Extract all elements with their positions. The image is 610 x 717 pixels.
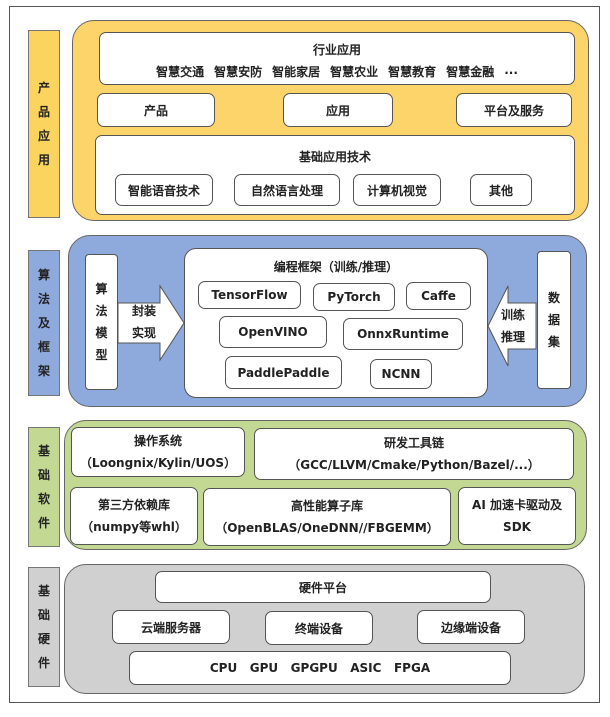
product-layer: 行业应用 智慧交通智慧安防智能家居智慧农业智慧教育智慧金融... 产品 应用 平… bbox=[72, 20, 589, 221]
application-box: 应用 bbox=[283, 93, 393, 127]
operator-library-detail: （OpenBLAS/OneDNN//FBGEMM） bbox=[215, 521, 439, 535]
nlp-box: 自然语言处理 bbox=[234, 174, 340, 206]
speech-tech-box: 智能语音技术 bbox=[115, 174, 213, 206]
industry-item: 智慧农业 bbox=[330, 65, 379, 79]
industry-item: 智慧交通 bbox=[156, 65, 205, 79]
industry-application-box bbox=[99, 32, 575, 85]
cloud-server-box: 云端服务器 bbox=[112, 610, 230, 644]
openvino-box: OpenVINO bbox=[219, 316, 327, 348]
algorithm-model-box: 算法模型 bbox=[85, 254, 118, 390]
hardware-layer: 硬件平台 云端服务器 终端设备 边缘端设备 CPU GPU GPGPU ASIC… bbox=[64, 564, 585, 694]
training-inference-label: 训练 推理 bbox=[493, 304, 533, 348]
encapsulate-arrow bbox=[117, 284, 185, 362]
caffe-box: Caffe bbox=[406, 282, 471, 310]
os-title: 操作系统 bbox=[133, 434, 182, 448]
encapsulate-label-2: 实现 bbox=[131, 326, 156, 340]
computer-vision-box: 计算机视觉 bbox=[353, 174, 441, 206]
industry-item: ... bbox=[504, 63, 518, 77]
os-box: 操作系统 （Loongnix/Kylin/UOS） bbox=[71, 427, 245, 477]
operator-library-box: 高性能算子库 （OpenBLAS/OneDNN//FBGEMM） bbox=[203, 488, 451, 546]
other-tech-box: 其他 bbox=[470, 174, 532, 206]
hardware-layer-label-text: 基础硬件 bbox=[37, 584, 50, 670]
dataset-text: 数据集 bbox=[547, 291, 560, 349]
chip-types-box: CPU GPU GPGPU ASIC FPGA bbox=[129, 651, 511, 685]
third-party-deps-title: 第三方依赖库 bbox=[97, 498, 170, 512]
software-layer: 操作系统 （Loongnix/Kylin/UOS） 研发工具链 （GCC/LLV… bbox=[64, 420, 587, 550]
training-label: 训练 bbox=[500, 308, 525, 322]
dev-toolchain-box: 研发工具链 （GCC/LLVM/Cmake/Python/Bazel/...） bbox=[254, 428, 574, 480]
ai-accelerator-box: AI 加速卡驱动及 SDK bbox=[458, 487, 576, 545]
algo-layer: 算法模型 封装 实现 编程框架（训练/推理） TensorFlow PyTorc… bbox=[68, 235, 587, 407]
industry-application-title: 行业应用 bbox=[312, 43, 361, 57]
ai-accelerator-title: AI 加速卡驱动及 bbox=[472, 498, 562, 512]
algo-layer-label-text: 算法及框架 bbox=[37, 268, 50, 378]
tensorflow-box: TensorFlow bbox=[198, 281, 301, 309]
product-box: 产品 bbox=[97, 93, 215, 127]
software-layer-label-text: 基础软件 bbox=[37, 444, 50, 530]
algo-layer-label: 算法及框架 bbox=[28, 250, 60, 396]
basic-tech-title: 基础应用技术 bbox=[298, 150, 371, 164]
encapsulate-label: 封装 实现 bbox=[124, 300, 164, 344]
diagram-frame bbox=[9, 6, 600, 703]
onnxruntime-box: OnnxRuntime bbox=[343, 318, 463, 350]
dataset-box: 数据集 bbox=[537, 251, 571, 389]
dev-toolchain-title: 研发工具链 bbox=[383, 436, 444, 450]
industry-items: 智慧交通智慧安防智能家居智慧农业智慧教育智慧金融... bbox=[99, 63, 575, 80]
hardware-layer-label: 基础硬件 bbox=[28, 567, 60, 687]
training-inference-arrow bbox=[487, 285, 537, 367]
product-layer-label: 产品应用 bbox=[28, 30, 60, 218]
dev-toolchain-detail: （GCC/LLVM/Cmake/Python/Bazel/...） bbox=[288, 458, 540, 472]
inference-label: 推理 bbox=[500, 330, 525, 344]
third-party-deps-box: 第三方依赖库 （numpy等whl） bbox=[70, 487, 198, 545]
industry-item: 智慧安防 bbox=[214, 65, 263, 79]
terminal-device-box: 终端设备 bbox=[265, 611, 373, 645]
platform-service-box: 平台及服务 bbox=[456, 93, 572, 127]
industry-item: 智能家居 bbox=[272, 65, 321, 79]
third-party-deps-detail: （numpy等whl） bbox=[81, 520, 187, 534]
operator-library-title: 高性能算子库 bbox=[290, 499, 363, 513]
paddlepaddle-box: PaddlePaddle bbox=[225, 356, 342, 389]
industry-item: 智慧金融 bbox=[446, 65, 495, 79]
pytorch-box: PyTorch bbox=[313, 283, 395, 311]
product-layer-label-text: 产品应用 bbox=[37, 81, 50, 167]
ncnn-box: NCNN bbox=[370, 359, 432, 389]
software-layer-label: 基础软件 bbox=[28, 427, 60, 547]
industry-item: 智慧教育 bbox=[388, 65, 437, 79]
hardware-platform-box: 硬件平台 bbox=[155, 571, 491, 603]
encapsulate-label-1: 封装 bbox=[131, 304, 156, 318]
programming-framework-title: 编程框架（训练/推理） bbox=[273, 260, 399, 274]
ai-accelerator-detail: SDK bbox=[503, 520, 531, 534]
algorithm-model-text: 算法模型 bbox=[95, 282, 108, 362]
os-detail: （Loongnix/Kylin/UOS） bbox=[79, 456, 237, 470]
edge-device-box: 边缘端设备 bbox=[417, 610, 525, 644]
